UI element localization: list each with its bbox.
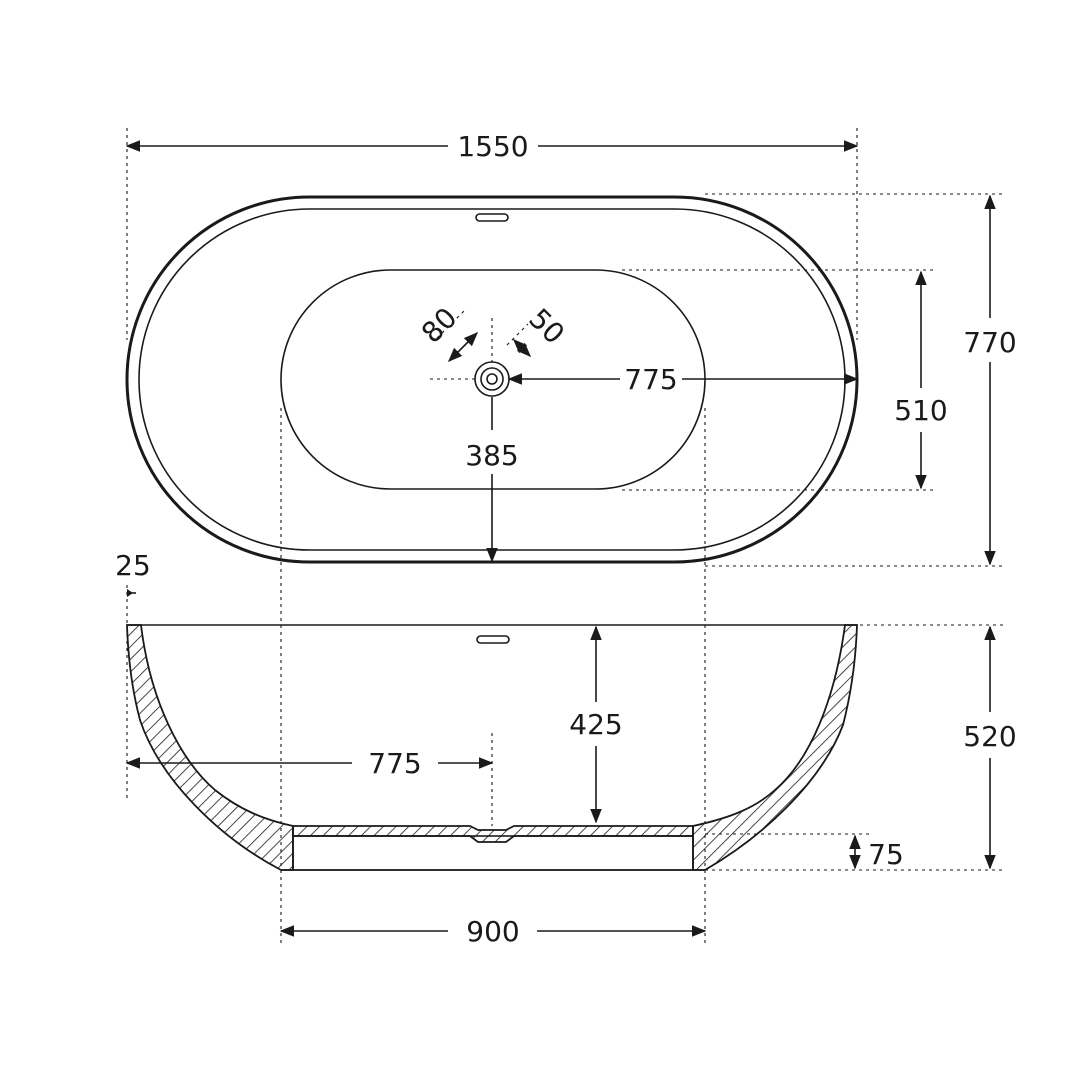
dim-label-inner-width: 510: [894, 394, 947, 427]
dim-base-length: 900: [279, 915, 707, 948]
dim-inner-depth: 425: [569, 625, 623, 824]
dim-label-overall-height: 520: [963, 720, 1016, 753]
dim-overall-length: 1550: [125, 128, 859, 340]
dim-line-waste-offset-a: [447, 331, 479, 363]
dim-label-waste-offset-a: 80: [415, 301, 464, 350]
floor-section: [292, 825, 694, 843]
overflow-slot-section: [476, 635, 510, 644]
dim-label-waste-to-side: 385: [465, 439, 518, 472]
dim-overall-height: 520: [705, 624, 1017, 871]
dim-inner-width: 510: [622, 269, 948, 491]
section-view: [126, 624, 858, 871]
dim-label-rim-thickness: 25: [115, 549, 151, 582]
dim-line-waste-offset-b: [512, 338, 532, 358]
overflow-slot-plan: [475, 213, 509, 222]
dim-rim-thickness: 25: [115, 549, 151, 800]
dim-waste-to-end-section: 775: [125, 733, 494, 826]
dim-label-base-height: 75: [868, 838, 904, 871]
dim-label-overall-width: 770: [963, 326, 1016, 359]
left-wall-section: [126, 624, 294, 871]
dim-overall-width: 770: [705, 193, 1017, 567]
dim-base-height: 75: [705, 833, 904, 871]
right-wall-section: [692, 624, 858, 871]
dim-label-waste-to-end: 775: [624, 363, 677, 396]
dim-label-waste-to-end-section: 775: [368, 747, 421, 780]
plan-view: 80 50 775 385: [125, 195, 859, 564]
dim-label-overall-length: 1550: [457, 130, 528, 163]
dim-label-base-length: 900: [466, 915, 519, 948]
dim-label-waste-offset-b: 50: [522, 302, 571, 351]
dim-label-inner-depth: 425: [569, 708, 622, 741]
